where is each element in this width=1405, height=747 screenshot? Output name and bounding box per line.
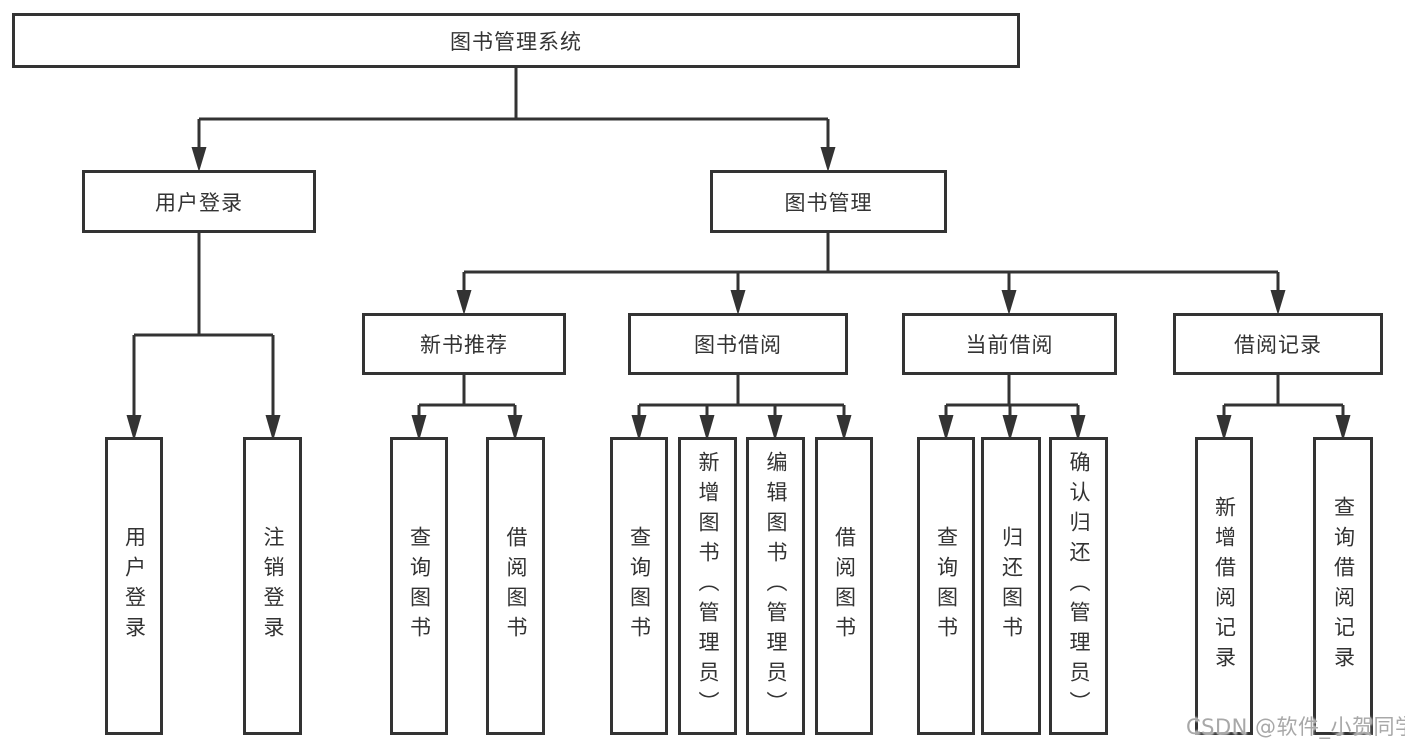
- node-borrow-records: 借阅记录: [1173, 313, 1383, 375]
- node-borrow-books-borrow-label: 借阅图书: [832, 526, 857, 646]
- node-logout-label: 注销登录: [261, 526, 285, 646]
- node-query-books-borrow-label: 查询图书: [627, 526, 652, 646]
- node-query-borrow-record-label: 查询借阅记录: [1331, 496, 1356, 676]
- node-return-book-label: 归还图书: [999, 526, 1024, 646]
- node-query-books-borrow: 查询图书: [610, 437, 668, 735]
- node-edit-book-admin-label: 编辑图书（管理员）: [764, 451, 788, 721]
- node-query-borrow-record: 查询借阅记录: [1313, 437, 1373, 735]
- node-add-borrow-record: 新增借阅记录: [1195, 437, 1253, 735]
- node-user-login-branch: 用户登录: [82, 170, 316, 233]
- node-current-borrow: 当前借阅: [902, 313, 1117, 375]
- watermark: CSDN @软件_小贺同学: [1186, 715, 1405, 739]
- node-root-label: 图书管理系统: [450, 29, 582, 54]
- node-borrow-records-label: 借阅记录: [1234, 333, 1322, 357]
- node-user-login-branch-label: 用户登录: [155, 190, 243, 215]
- node-new-book-recommend-label: 新书推荐: [420, 333, 508, 357]
- node-user-login: 用户登录: [105, 437, 163, 735]
- node-borrow-books-recommend-label: 借阅图书: [504, 526, 528, 646]
- node-add-book-admin-label: 新增图书（管理员）: [696, 451, 720, 721]
- node-book-borrow-label: 图书借阅: [694, 333, 782, 357]
- node-borrow-books-borrow: 借阅图书: [815, 437, 873, 735]
- node-query-books-recommend: 查询图书: [390, 437, 448, 735]
- node-book-mgmt-branch-label: 图书管理: [784, 190, 873, 215]
- node-query-books-current-label: 查询图书: [934, 526, 959, 646]
- node-edit-book-admin: 编辑图书（管理员）: [746, 437, 805, 735]
- node-borrow-books-recommend: 借阅图书: [486, 437, 545, 735]
- node-return-book: 归还图书: [981, 437, 1041, 735]
- node-query-books-recommend-label: 查询图书: [407, 526, 432, 646]
- arrowheads: [126, 147, 1351, 441]
- node-confirm-return-admin-label: 确认归还（管理员）: [1067, 451, 1091, 721]
- node-confirm-return-admin: 确认归还（管理员）: [1049, 437, 1108, 735]
- node-book-mgmt-branch: 图书管理: [710, 170, 947, 233]
- node-new-book-recommend: 新书推荐: [362, 313, 566, 375]
- node-add-borrow-record-label: 新增借阅记录: [1212, 496, 1237, 676]
- node-user-login-label: 用户登录: [122, 526, 147, 646]
- node-book-borrow: 图书借阅: [628, 313, 848, 375]
- node-root: 图书管理系统: [12, 13, 1020, 68]
- node-query-books-current: 查询图书: [917, 437, 975, 735]
- node-logout: 注销登录: [243, 437, 302, 735]
- node-add-book-admin: 新增图书（管理员）: [678, 437, 737, 735]
- node-current-borrow-label: 当前借阅: [965, 333, 1054, 357]
